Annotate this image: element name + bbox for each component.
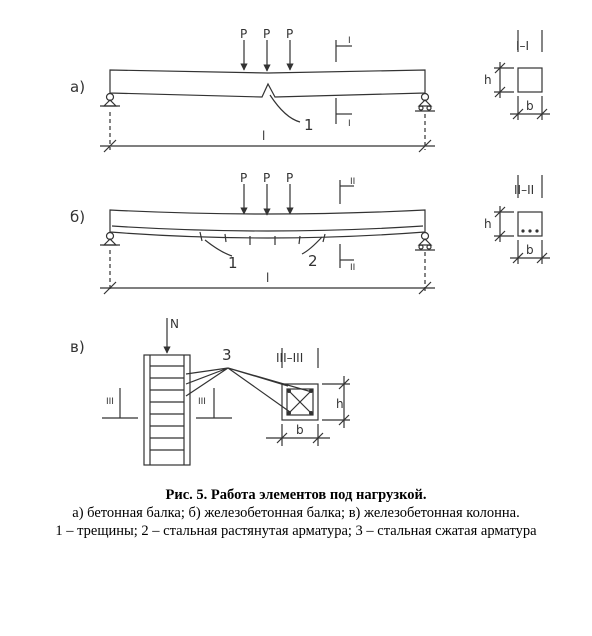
panel-b: б) (70, 175, 550, 295)
dim-h-c: h (336, 397, 344, 411)
panel-c-label: в) (70, 338, 85, 356)
marker-crack-a: 1 (304, 116, 314, 134)
figure-caption: Рис. 5. Работа элементов под нагрузкой. … (0, 486, 592, 540)
load-b-3: P (286, 171, 293, 185)
dim-h-b: h (484, 217, 492, 231)
load-b-2: P (263, 171, 270, 185)
span-label-b: l (266, 271, 269, 285)
section-title-a: I–I (516, 39, 529, 53)
section-mark-a-top: I (348, 36, 351, 46)
column-c (143, 354, 191, 466)
panel-c: в) (70, 318, 350, 466)
section-title-c: III–III (276, 351, 303, 365)
caption-line-3: 1 – трещины; 2 – стальная растянутая арм… (55, 523, 537, 539)
load-b-1: P (240, 171, 247, 185)
figure-diagram: a) (70, 27, 550, 466)
panel-a-label: a) (70, 78, 85, 96)
section-mark-b-bottom: II (350, 263, 355, 273)
section-mark-c-right: III (198, 397, 206, 407)
panel-b-label: б) (70, 208, 85, 226)
section-mark-a-bottom: I (348, 119, 351, 129)
section-mark-b-top: II (350, 177, 355, 187)
marker-crack-b: 1 (228, 254, 238, 272)
dim-b-a: b (526, 99, 534, 113)
caption-line-2: а) бетонная балка; б) железобетонная бал… (72, 505, 520, 521)
dim-b-b: b (526, 243, 534, 257)
beam-a (109, 69, 426, 98)
load-label-c: N (170, 317, 179, 331)
load-a-3: P (286, 27, 293, 41)
dim-b-c: b (296, 423, 304, 437)
panel-a: a) (70, 30, 550, 153)
marker-rebar-c: 3 (222, 346, 232, 364)
caption-title: Рис. 5. Работа элементов под нагрузкой. (165, 487, 427, 503)
marker-rebar-b: 2 (308, 252, 318, 270)
support-left-a (100, 92, 120, 107)
load-a-1: P (240, 27, 247, 41)
section-title-b: II–II (514, 183, 534, 197)
support-right-a (415, 92, 435, 112)
section-mark-c-left: III (106, 397, 114, 407)
load-a-2: P (263, 27, 270, 41)
dim-h-a: h (484, 73, 492, 87)
span-label-a: l (262, 129, 265, 143)
